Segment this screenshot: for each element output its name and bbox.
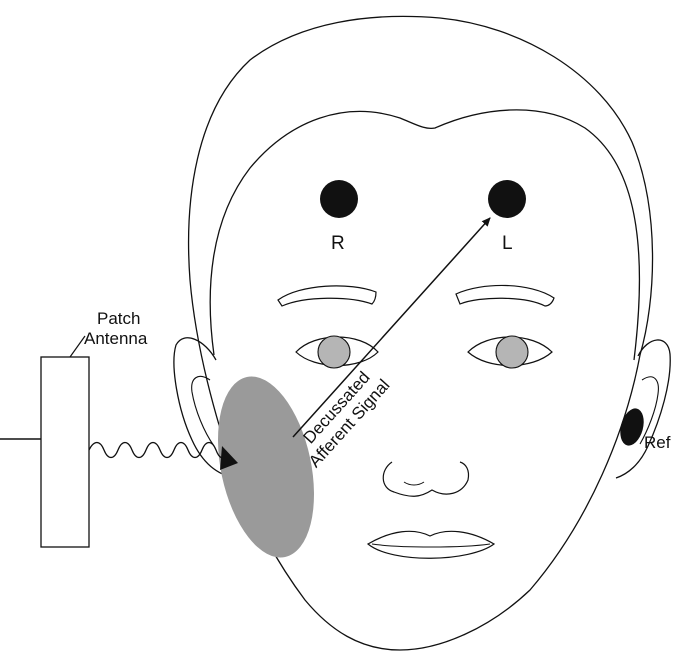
wireless-signal-wave [89,443,226,459]
right-iris [318,336,350,368]
patch-label-line2: Antenna [84,329,148,348]
electrode-r-label: R [331,233,345,254]
nose-nostril-left [404,482,424,485]
antenna-label-pointer [70,336,85,357]
head-outline [189,16,653,650]
hairline [210,110,639,360]
nose [383,462,468,496]
right-eyebrow [278,286,376,306]
electrode-l-label: L [502,233,513,254]
reference-label: Ref [644,433,671,452]
patch-antenna [41,357,89,547]
right-ear-inner [192,376,214,446]
electrode-l [488,180,526,218]
electrode-r [320,180,358,218]
left-eyebrow [456,285,554,306]
patch-label-line1: Patch [97,309,140,328]
left-ear [616,340,670,478]
reference-electrode [616,406,647,448]
signal-arrow [293,218,490,437]
mouth [368,531,494,558]
left-iris [496,336,528,368]
mouth-line [372,544,490,547]
